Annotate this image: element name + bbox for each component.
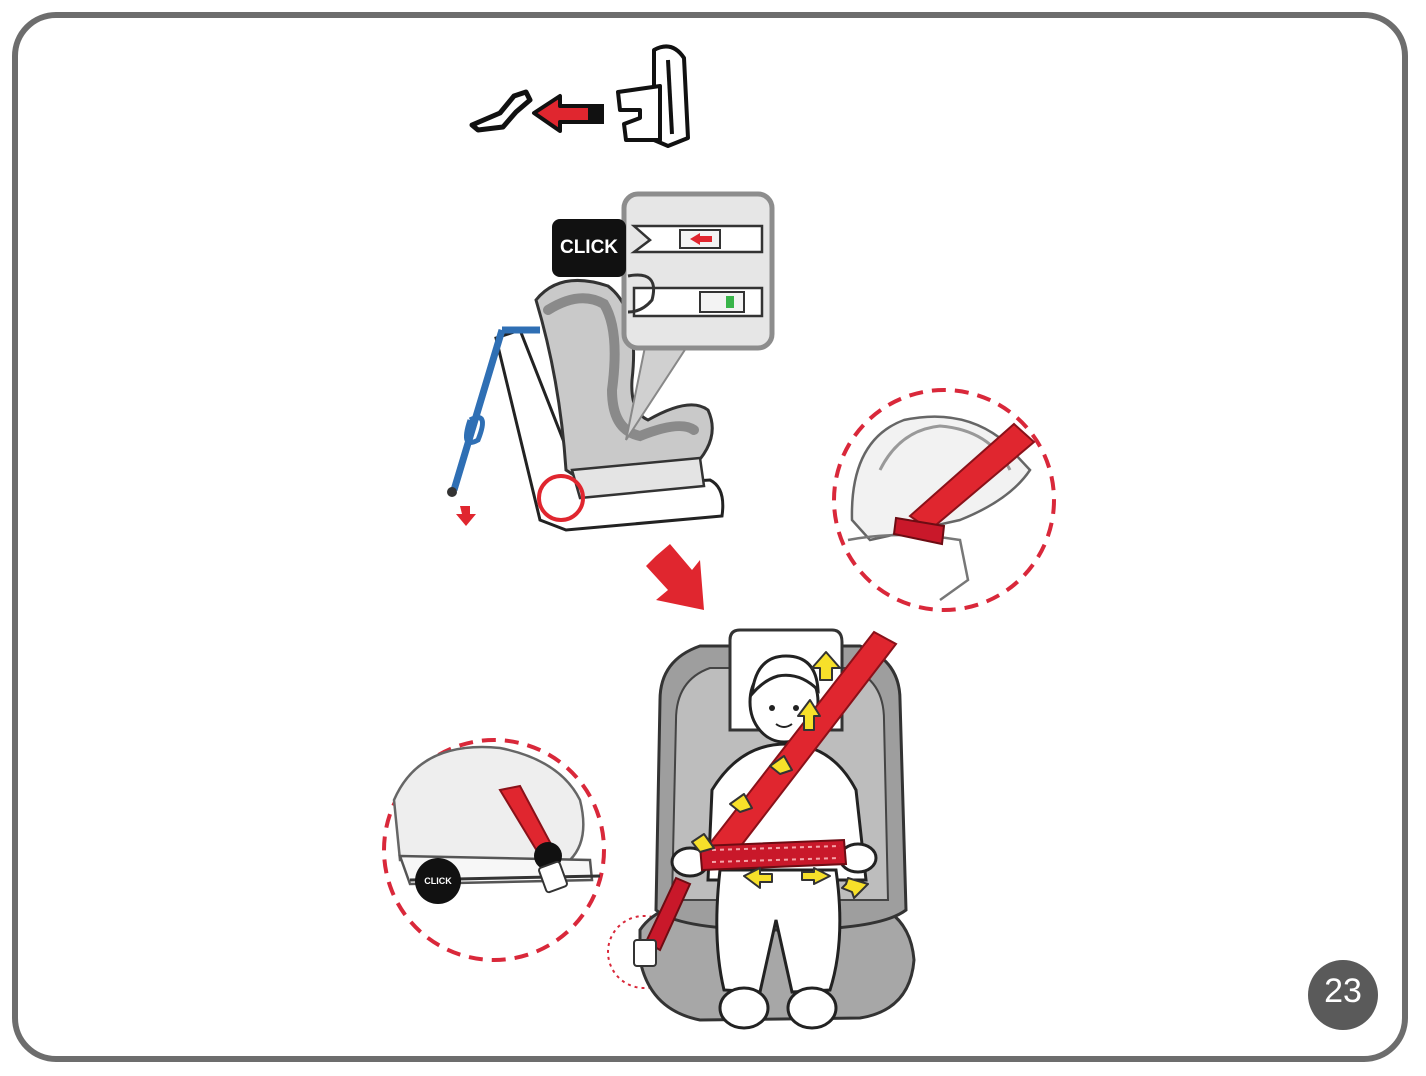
isofix-connector-icon <box>616 44 690 148</box>
lap-belt <box>698 838 848 872</box>
red-down-arrow-icon <box>456 506 476 526</box>
red-left-arrow-icon <box>532 94 604 133</box>
blue-tether-strap <box>447 326 540 497</box>
page-number-badge: 23 <box>1308 960 1378 1030</box>
isofix-guide-hook-icon <box>469 89 533 133</box>
step1-isofix-attach <box>469 44 690 148</box>
click-callout-label: CLICK <box>552 219 626 277</box>
step2-seat-side-view <box>447 279 725 532</box>
belt-guide-detail-circle <box>832 388 1056 612</box>
lap-belt-click-detail-circle <box>382 738 606 962</box>
click-small-badge: CLICK <box>415 858 461 904</box>
isofix-click-detail-callout <box>621 191 775 441</box>
yellow-direction-arrow-icon <box>691 651 869 899</box>
step3-child-seat-front-view <box>607 628 916 1030</box>
red-diagonal-arrow-icon <box>646 544 704 610</box>
